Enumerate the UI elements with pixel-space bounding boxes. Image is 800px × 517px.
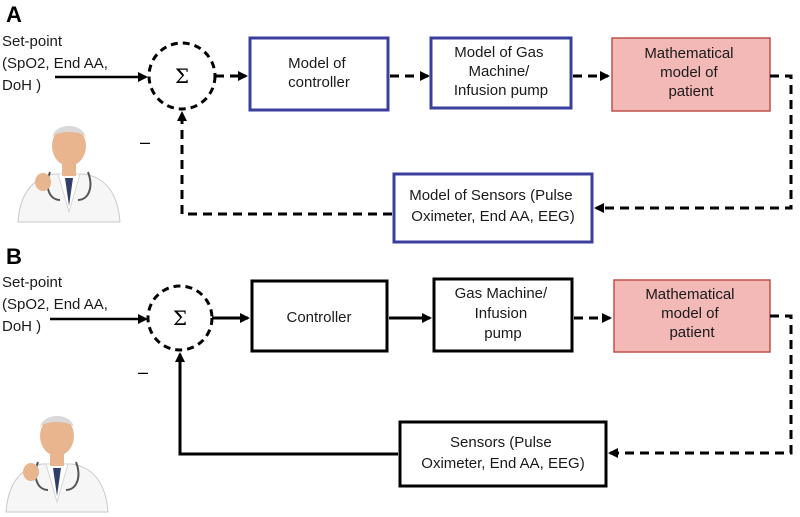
panel-a: A Set-point (SpO2, End AA, DoH ) Σ – Mod… — [2, 2, 793, 244]
panel-b-setpoint-label: Set-point (SpO2, End AA, DoH ) — [2, 274, 112, 335]
panel-a-sigma: Σ — [175, 64, 189, 88]
panel-b-summing-junction: Σ — [146, 284, 214, 352]
panel-a-summing-junction: Σ — [147, 41, 217, 111]
doctor-illustration — [5, 416, 109, 513]
panel-b-patient-box: Mathematical model of patient — [613, 279, 771, 353]
doctor-illustration — [17, 126, 121, 223]
svg-text:Gas Machine/ Infusion: Gas Machine/ Infusion pump — [455, 285, 552, 342]
panel-b-feedback-sensors-junction — [175, 352, 398, 456]
panel-a-setpoint-label: Set-point (SpO2, End AA, DoH ) — [2, 33, 112, 94]
panel-b-sensors-box: Sensors (Pulse Oximeter, End AA, EEG) — [398, 420, 608, 488]
svg-text:Model of Gas Machine/: Model of Gas Machine/ Infusion pump — [454, 44, 548, 99]
panel-a-minus-sign: – — [140, 132, 150, 152]
panel-a-label: A — [6, 2, 22, 27]
panel-b-minus-sign: – — [138, 362, 148, 382]
panel-b-gas-machine-box: Gas Machine/ Infusion pump — [432, 277, 574, 353]
panel-b-sigma: Σ — [173, 306, 187, 330]
panel-b-controller-box: Controller — [250, 279, 389, 353]
panel-a-patient-box: Mathematical model of patient — [611, 37, 771, 112]
svg-text:Sensors (Pulse Oximete: Sensors (Pulse Oximeter, End AA, EEG) — [421, 434, 584, 472]
panel-a-gas-machine-box: Model of Gas Machine/ Infusion pump — [429, 36, 573, 110]
svg-text:Controller: Controller — [286, 309, 351, 326]
panel-a-controller-box: Model of controller — [248, 36, 390, 112]
svg-text:Model of Sensors (Pulse: Model of Sensors (Pulse Oximeter, End AA… — [409, 187, 577, 225]
panel-a-feedback-sensors-junction — [177, 111, 392, 216]
panel-b-feedback-patient-sensors — [608, 314, 793, 458]
svg-text:Mathematical model of: Mathematical model of patient — [644, 45, 737, 100]
panel-b: B Set-point (SpO2, End AA, DoH ) Σ – Con… — [2, 244, 793, 513]
svg-text:Mathematical model of: Mathematical model of patient — [645, 286, 738, 341]
panel-a-sensors-box: Model of Sensors (Pulse Oximeter, End AA… — [392, 172, 594, 244]
panel-b-label: B — [6, 244, 22, 269]
svg-text:Model of controller: Model of controller — [288, 55, 350, 91]
